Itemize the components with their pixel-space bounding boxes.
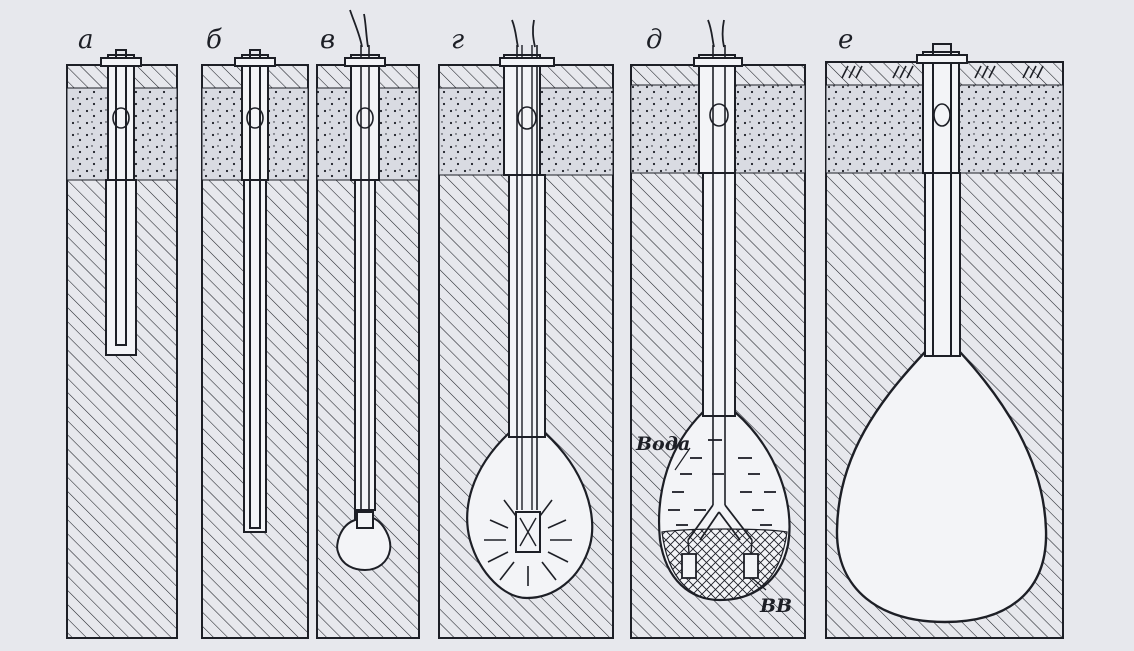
panel-a: а: [66, 25, 178, 639]
cable: [707, 19, 715, 48]
panel-b: б: [201, 25, 309, 639]
pipe: [115, 49, 127, 346]
charge: [356, 511, 374, 529]
borehole: [354, 179, 376, 511]
borehole: [105, 179, 137, 356]
panel-v: в: [316, 9, 420, 639]
charge-wire: [687, 539, 690, 555]
overburden-casing: [922, 51, 960, 174]
wellhead-flange: [916, 54, 968, 64]
centralizer: [517, 106, 537, 130]
panel-d: д Вода ВВ: [630, 19, 806, 639]
charge: [681, 553, 697, 579]
panel-label: б: [206, 25, 222, 55]
water-leader: [674, 447, 691, 471]
charge-wire: [750, 539, 753, 555]
centralizer: [246, 107, 264, 129]
charge: [743, 553, 759, 579]
borehole: [702, 172, 736, 417]
borehole: [924, 172, 961, 357]
overburden-casing: [241, 54, 269, 181]
centralizer: [933, 103, 951, 127]
blast-rays: [484, 499, 572, 586]
overburden-casing: [350, 54, 380, 181]
storage-cavity: [835, 350, 1048, 624]
centralizer: [356, 107, 374, 129]
charge-cross: [519, 517, 537, 547]
panel-label: в: [320, 25, 335, 55]
wellhead-flange: [100, 57, 142, 67]
panel-e: е: [825, 25, 1064, 639]
cable: [363, 13, 369, 48]
centralizer: [112, 107, 130, 129]
borehole: [508, 174, 546, 438]
overburden-casing: [698, 54, 736, 174]
wellhead-flange: [693, 57, 743, 67]
overburden-casing: [107, 54, 135, 181]
panel-label: е: [838, 25, 853, 55]
pipe: [932, 43, 952, 357]
panel-g: г: [438, 19, 614, 639]
cable: [349, 9, 363, 48]
pipe: [249, 49, 261, 529]
panel-label: д: [646, 25, 662, 55]
wellhead-flange: [499, 57, 555, 67]
explosive-leader: [751, 577, 767, 591]
ground-surface-marks: [841, 65, 1044, 79]
wellhead-flange: [234, 57, 276, 67]
water-label: Вода: [635, 433, 690, 455]
small-cavity: [336, 504, 392, 572]
cable: [721, 19, 725, 48]
wellhead-flange: [344, 57, 386, 67]
explosive-layer: [661, 528, 788, 601]
cable: [511, 19, 519, 48]
panel-label: а: [78, 25, 94, 55]
explosive-label: ВВ: [759, 595, 792, 617]
cable: [532, 19, 536, 48]
centralizer: [709, 103, 729, 127]
borehole: [243, 179, 267, 533]
panel-label: г: [451, 25, 464, 55]
water-level-marks: [668, 439, 776, 526]
branch-pipe: [687, 504, 753, 541]
